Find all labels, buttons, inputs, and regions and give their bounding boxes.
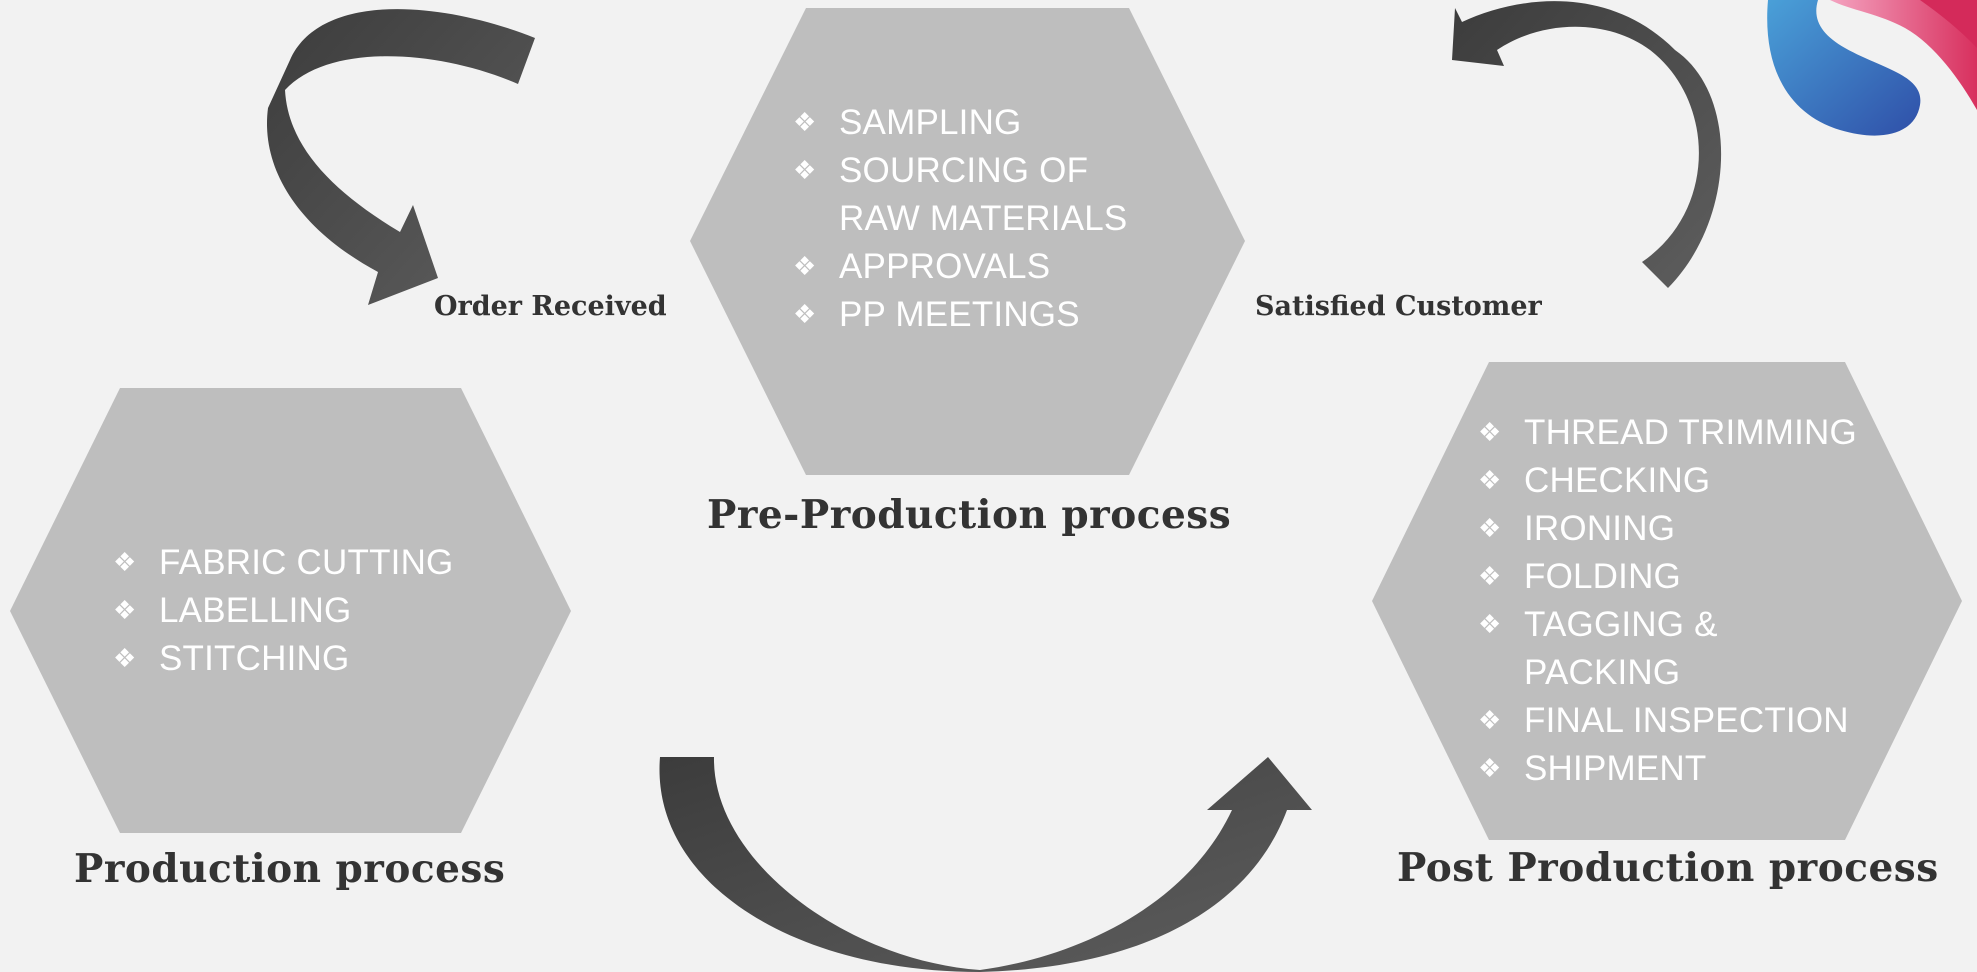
list-item: ❖ FABRIC CUTTING (113, 539, 493, 587)
production-items: ❖ FABRIC CUTTING ❖ LABELLING ❖ STITCHING (113, 539, 493, 683)
list-item-label: IRONING (1524, 509, 1676, 548)
list-item: ❖ SOURCING OF RAW MATERIALS (793, 147, 1153, 243)
post-production-title: Post Production process (1397, 845, 1939, 891)
diamond-bullet-icon: ❖ (1478, 754, 1502, 784)
curved-arrow-order-icon (266, 9, 535, 306)
diamond-bullet-icon: ❖ (1478, 466, 1502, 496)
satisfied-customer-label: Satisfied Customer (1255, 291, 1542, 322)
curved-arrow-customer-icon (1452, 1, 1722, 288)
order-received-label: Order Received (434, 291, 667, 322)
list-item-label: APPROVALS (839, 247, 1051, 286)
pre-production-title: Pre-Production process (707, 492, 1232, 538)
list-item: ❖ SAMPLING (793, 99, 1153, 147)
list-item: ❖ APPROVALS (793, 243, 1153, 291)
list-item: ❖ SHIPMENT (1478, 745, 1858, 793)
list-item: ❖ CHECKING (1478, 457, 1858, 505)
list-item: ❖ PP MEETINGS (793, 291, 1153, 339)
list-item-label: FINAL INSPECTION (1524, 701, 1849, 740)
list-item: ❖ STITCHING (113, 635, 493, 683)
list-item: ❖ FINAL INSPECTION (1478, 697, 1858, 745)
diamond-bullet-icon: ❖ (1478, 562, 1502, 592)
list-item: ❖ THREAD TRIMMING (1478, 409, 1858, 457)
list-item-label: TAGGING & PACKING (1524, 605, 1718, 692)
list-item-label: FOLDING (1524, 557, 1681, 596)
post-production-hexagon (1372, 362, 1962, 840)
diamond-bullet-icon: ❖ (113, 548, 137, 578)
list-item: ❖ TAGGING & PACKING (1478, 601, 1858, 697)
list-item-label: STITCHING (159, 639, 350, 678)
list-item-label: THREAD TRIMMING (1524, 413, 1857, 452)
diamond-bullet-icon: ❖ (1478, 418, 1502, 448)
pre-production-hexagon (690, 8, 1245, 475)
diamond-bullet-icon: ❖ (793, 252, 817, 282)
diamond-bullet-icon: ❖ (793, 108, 817, 138)
diamond-bullet-icon: ❖ (1478, 610, 1502, 640)
list-item-label: LABELLING (159, 591, 352, 630)
list-item-label: SOURCING OF RAW MATERIALS (839, 151, 1128, 238)
diamond-bullet-icon: ❖ (793, 156, 817, 186)
brand-logo-icon (1767, 0, 1977, 136)
diamond-bullet-icon: ❖ (113, 644, 137, 674)
list-item-label: FABRIC CUTTING (159, 543, 454, 582)
diamond-bullet-icon: ❖ (1478, 706, 1502, 736)
diamond-bullet-icon: ❖ (793, 300, 817, 330)
list-item: ❖ FOLDING (1478, 553, 1858, 601)
list-item-label: SHIPMENT (1524, 749, 1707, 788)
list-item: ❖ LABELLING (113, 587, 493, 635)
post-production-items: ❖ THREAD TRIMMING ❖ CHECKING ❖ IRONING ❖ FOLDIN… (1478, 409, 1858, 793)
list-item: ❖ IRONING (1478, 505, 1858, 553)
curved-arrow-production-icon (659, 757, 1312, 972)
diamond-bullet-icon: ❖ (1478, 514, 1502, 544)
list-item-label: CHECKING (1524, 461, 1711, 500)
list-item-label: PP MEETINGS (839, 295, 1080, 334)
production-title: Production process (74, 846, 506, 892)
production-hexagon (10, 388, 571, 833)
pre-production-items: ❖ SAMPLING ❖ SOURCING OF RAW MATERIALS ❖ APPR… (793, 99, 1153, 339)
diamond-bullet-icon: ❖ (113, 596, 137, 626)
list-item-label: SAMPLING (839, 103, 1022, 142)
